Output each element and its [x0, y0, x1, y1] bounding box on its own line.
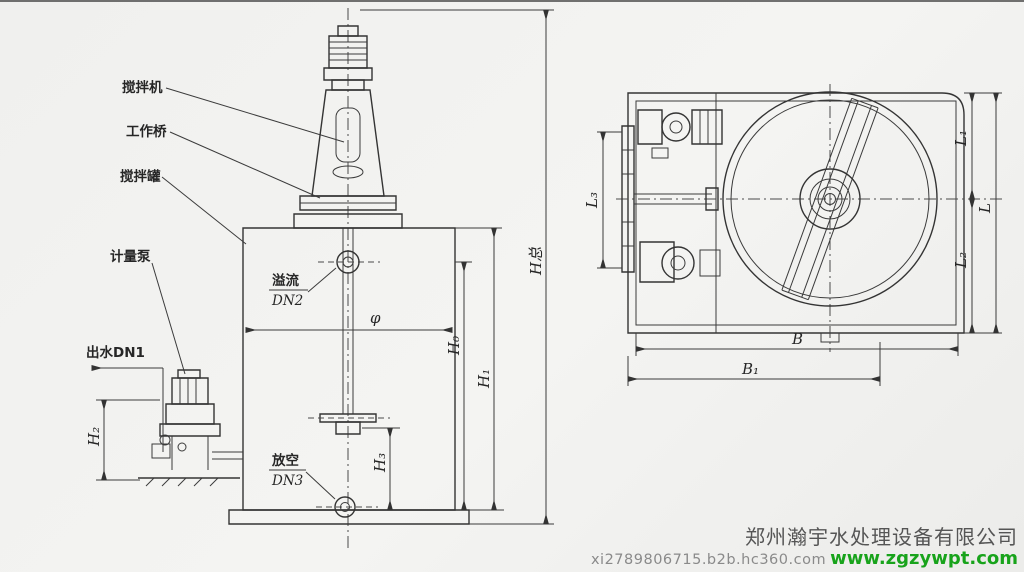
overflow-label: 溢流 DN2 — [269, 268, 336, 309]
plan-pump-parts — [622, 110, 722, 282]
label-outlet-dn1: 出水DN1 — [86, 344, 145, 361]
label-metering-pump: 计量泵 — [110, 248, 151, 265]
dim-label-h3: H₃ — [371, 453, 389, 473]
mixer-motor — [324, 26, 372, 90]
label-work-bridge: 工作桥 — [126, 123, 167, 140]
dim-l3: L₃ — [583, 131, 622, 269]
company-name: 郑州瀚宇水处理设备有限公司 — [745, 525, 1018, 550]
dim-label-h2: H₂ — [85, 427, 103, 447]
overflow-name: 溢流 — [272, 272, 299, 289]
drain-label: 放空 DN3 — [269, 452, 335, 499]
plan-view: L₃ L₁ L₂ L B B₁ — [583, 84, 1004, 386]
dim-label-h0: H₀ — [445, 336, 463, 356]
dim-label-l: L — [976, 203, 994, 214]
label-mixer: 搅拌机 — [122, 79, 163, 96]
part-labels: 搅拌机 工作桥 搅拌罐 计量泵 出水DN1 — [86, 79, 344, 374]
drain-name: 放空 — [271, 452, 299, 469]
dim-b-group: B B₁ — [627, 330, 959, 386]
plan-housing-frame — [628, 93, 964, 333]
drain-nozzle — [316, 497, 378, 517]
dim-label-l3: L₃ — [583, 192, 601, 209]
dim-h-total: H总 — [360, 9, 554, 525]
dim-label-h-total: H总 — [527, 247, 545, 276]
drain-dn: DN3 — [271, 473, 303, 489]
dim-h2: H₂ — [85, 399, 160, 481]
dim-h0: H₀ — [445, 261, 472, 511]
agitator-shaft — [308, 228, 390, 434]
dim-label-b1: B₁ — [741, 360, 759, 378]
metering-pump-assembly — [138, 370, 243, 486]
dim-label-l2: L₂ — [952, 252, 970, 269]
listing-url: xi2789806715.b2b.hc360.com — [590, 551, 827, 568]
dim-label-h1: H₁ — [475, 369, 493, 389]
dim-h3: H₃ — [362, 427, 400, 511]
scan-edge-artifact — [0, 0, 1024, 2]
plan-tank-circle — [723, 92, 937, 342]
overflow-nozzle — [318, 251, 380, 273]
dim-label-b: B — [791, 330, 803, 348]
dim-h1: H₁ — [455, 227, 504, 511]
dim-label-l1: L₁ — [952, 130, 970, 147]
dim-label-phi: φ — [370, 309, 381, 327]
website-url[interactable]: www.zgzywpt.com — [830, 547, 1018, 569]
front-elevation-view: 搅拌机 工作桥 搅拌罐 计量泵 出水DN1 溢流 DN2 放空 — [85, 8, 554, 548]
dim-l-group: L₁ L₂ L — [952, 92, 1002, 334]
outlet-pipe — [91, 365, 163, 452]
footer-watermark: 郑州瀚宇水处理设备有限公司 xi2789806715.b2b.hc360.com… — [591, 526, 1018, 569]
dim-diameter: φ — [245, 309, 453, 333]
label-mixing-tank: 搅拌罐 — [120, 168, 161, 185]
overflow-dn: DN2 — [271, 293, 303, 309]
